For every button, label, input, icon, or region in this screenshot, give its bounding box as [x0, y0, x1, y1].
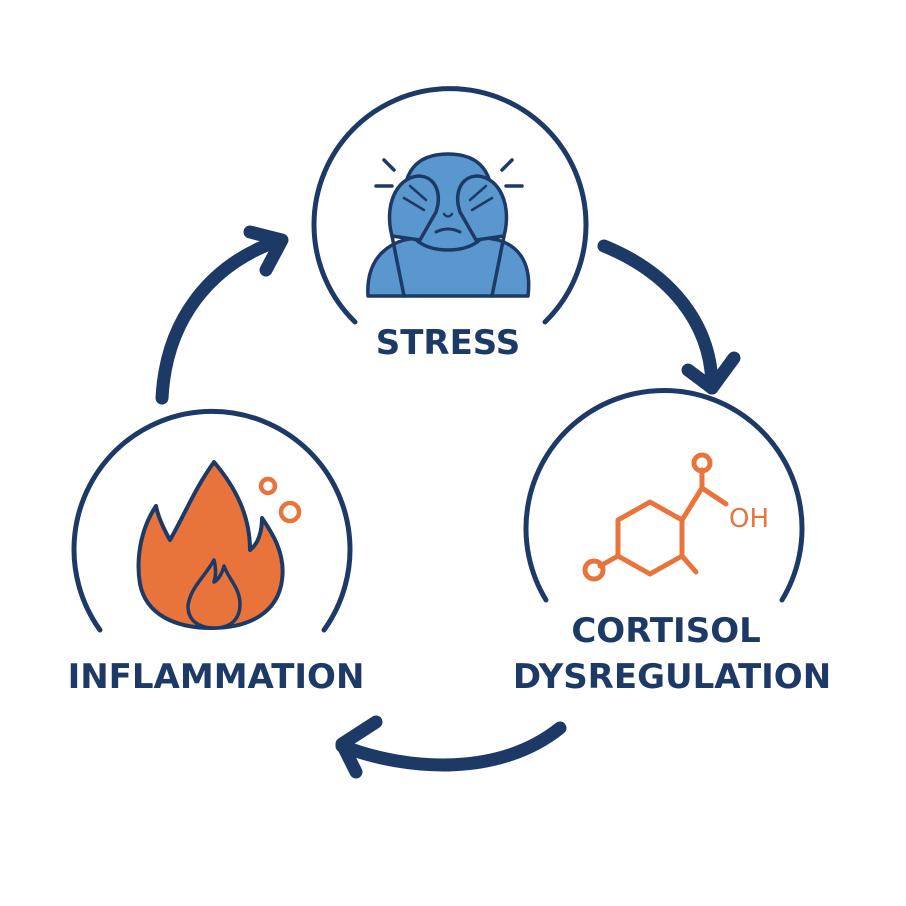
stress-marks-icon	[374, 158, 524, 188]
arrow-stress-to-cortisol	[597, 239, 741, 395]
flame-icon	[136, 460, 302, 630]
cortisol-ring	[523, 387, 805, 603]
cortisol-molecule-icon: OH	[582, 452, 769, 582]
cortisol-label: CORTISOL DYSREGULATION	[513, 611, 831, 697]
arrow-inflammation-to-stress	[155, 225, 289, 405]
stress-label: STRESS	[376, 323, 521, 363]
node-stress: STRESS	[311, 86, 589, 363]
stressed-person-icon	[366, 152, 531, 298]
inflammation-ring	[71, 408, 353, 633]
arrow-cortisol-to-inflammation	[335, 715, 567, 779]
node-inflammation: INFLAMMATION	[68, 408, 365, 697]
node-cortisol: OH CORTISOL DYSREGULATION	[513, 387, 831, 697]
hydroxyl-group-label: OH	[729, 504, 769, 534]
stress-ring	[311, 86, 589, 325]
inflammation-label: INFLAMMATION	[68, 657, 365, 697]
